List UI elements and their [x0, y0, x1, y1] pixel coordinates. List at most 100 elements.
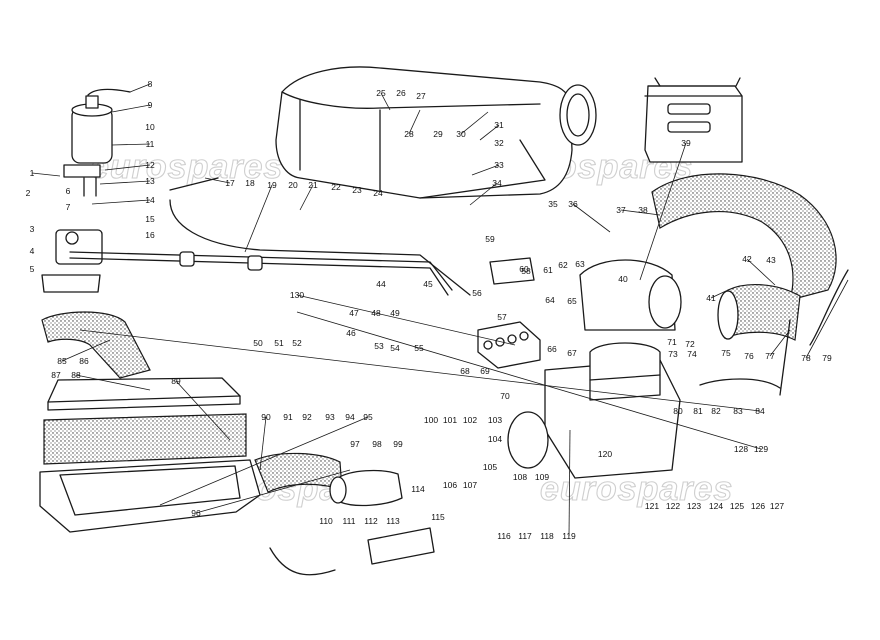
callout-number-7: 7 [66, 202, 71, 212]
expansion-tank-illustration [644, 77, 743, 163]
callout-leader-line [175, 380, 231, 441]
callout-number-77: 77 [765, 351, 775, 361]
callout-number-12: 12 [145, 160, 155, 170]
callout-number-97: 97 [350, 439, 360, 449]
watermark-text: eurospares [90, 148, 283, 186]
callout-number-98: 98 [372, 439, 382, 449]
callout-number-65: 65 [567, 296, 577, 306]
callout-leader-line [99, 180, 151, 185]
callout-number-106: 106 [443, 480, 457, 490]
callout-leader-line [460, 111, 489, 135]
callout-number-60: 60 [519, 264, 529, 274]
callout-number-121: 121 [645, 501, 659, 511]
callout-number-44: 44 [376, 279, 386, 289]
callout-leader-line [159, 416, 369, 506]
callout-leader-line [111, 104, 151, 113]
callout-number-100: 100 [424, 415, 438, 425]
callout-number-110: 110 [319, 516, 333, 526]
callout-number-8: 8 [148, 79, 153, 89]
callout-number-105: 105 [483, 462, 497, 472]
callout-number-81: 81 [693, 406, 703, 416]
callout-number-37: 37 [616, 205, 626, 215]
callout-number-88: 88 [71, 370, 81, 380]
callout-number-117: 117 [518, 531, 532, 541]
callout-number-116: 116 [497, 531, 511, 541]
callout-number-13: 13 [145, 176, 155, 186]
callout-number-32: 32 [494, 138, 504, 148]
callout-number-119: 119 [562, 531, 576, 541]
callout-number-42: 42 [742, 254, 752, 264]
callout-leader-line [572, 203, 611, 233]
callout-number-112: 112 [364, 516, 378, 526]
callout-number-85: 85 [57, 356, 67, 366]
watermark-text: eurospares [540, 470, 733, 508]
callout-leader-line [408, 109, 421, 135]
callout-number-4: 4 [30, 246, 35, 256]
callout-number-120: 120 [598, 449, 612, 459]
callout-leader-line [479, 124, 500, 141]
callout-number-130: 130 [290, 290, 304, 300]
callout-number-34: 34 [492, 178, 502, 188]
callout-number-3: 3 [30, 224, 35, 234]
callout-number-125: 125 [730, 501, 744, 511]
callout-number-92: 92 [302, 412, 312, 422]
callout-number-26: 26 [396, 88, 406, 98]
callout-number-107: 107 [463, 480, 477, 490]
callout-number-20: 20 [288, 180, 298, 190]
callout-leader-line [31, 172, 61, 177]
callout-leader-line [91, 199, 151, 205]
callout-leader-line [568, 429, 571, 537]
callout-number-10: 10 [145, 122, 155, 132]
callout-number-25: 25 [376, 88, 386, 98]
callout-number-21: 21 [308, 180, 318, 190]
callout-number-66: 66 [547, 344, 557, 354]
callout-leader-line [805, 279, 849, 359]
callout-number-2: 2 [26, 188, 31, 198]
callout-number-27: 27 [416, 91, 426, 101]
callout-number-69: 69 [480, 366, 490, 376]
callout-number-53: 53 [374, 341, 384, 351]
callout-number-109: 109 [535, 472, 549, 482]
callout-number-124: 124 [709, 501, 723, 511]
callout-number-83: 83 [733, 406, 743, 416]
callout-number-108: 108 [513, 472, 527, 482]
callout-leader-line [299, 184, 314, 211]
callout-number-72: 72 [685, 339, 695, 349]
callout-number-39: 39 [681, 138, 691, 148]
callout-number-16: 16 [145, 230, 155, 240]
callout-number-94: 94 [345, 412, 355, 422]
callout-number-61: 61 [543, 265, 553, 275]
callout-number-129: 129 [754, 444, 768, 454]
callout-number-9: 9 [148, 100, 153, 110]
callout-number-29: 29 [433, 129, 443, 139]
callout-number-101: 101 [443, 415, 457, 425]
callout-leader-line [129, 83, 151, 93]
fuel-lines [69, 177, 471, 296]
callout-number-41: 41 [706, 293, 716, 303]
callout-leader-line [380, 92, 391, 111]
callout-number-95: 95 [363, 412, 373, 422]
callout-number-96: 96 [191, 508, 201, 518]
callout-number-70: 70 [500, 391, 510, 401]
callout-number-123: 123 [687, 501, 701, 511]
callout-number-113: 113 [386, 516, 400, 526]
callout-number-126: 126 [751, 501, 765, 511]
callout-number-89: 89 [171, 376, 181, 386]
callout-number-122: 122 [666, 501, 680, 511]
callout-leader-line [75, 374, 151, 391]
callout-number-52: 52 [292, 338, 302, 348]
callout-leader-line [746, 258, 776, 286]
callout-number-118: 118 [540, 531, 554, 541]
callout-number-64: 64 [545, 295, 555, 305]
callout-number-18: 18 [245, 178, 255, 188]
flexible-duct-illustration [651, 173, 837, 341]
callout-number-1: 1 [30, 168, 35, 178]
callout-number-35: 35 [548, 199, 558, 209]
callout-leader-line [244, 184, 273, 253]
callout-number-50: 50 [253, 338, 263, 348]
callout-number-14: 14 [145, 195, 155, 205]
callout-leader-line [471, 164, 500, 176]
callout-number-59: 59 [485, 234, 495, 244]
